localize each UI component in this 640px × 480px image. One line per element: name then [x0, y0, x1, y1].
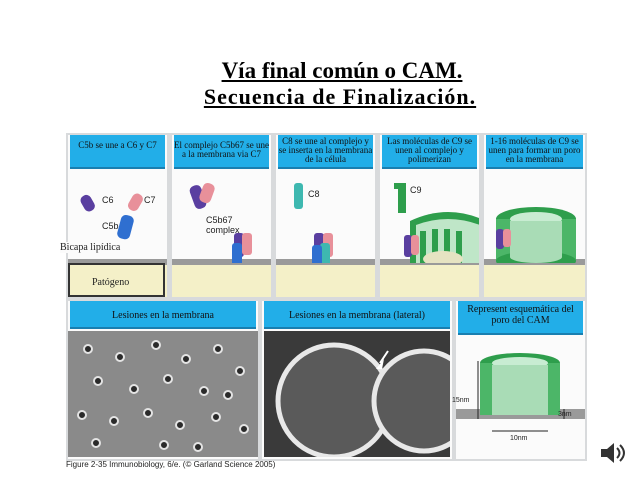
figure-caption: Figure 2-35 Immunobiology, 6/e. (© Garla… [66, 460, 276, 469]
figure: C5b se une a C6 y C7 C6 C7 C5b El comple… [60, 133, 587, 461]
step-header-1: C5b se une a C6 y C7 [70, 135, 165, 169]
lesions-micrograph [68, 331, 258, 457]
step-header-3: C8 se une al complejo y se inserta en la… [278, 135, 373, 169]
lesions-panel: Lesiones en la membrana [68, 301, 258, 459]
title-line-2: Secuencia de Finalización. [203, 84, 477, 109]
step-panel-3: C8 se une al complejo y se inserta en la… [276, 135, 375, 297]
dim-3nm: 3nm [558, 411, 572, 418]
pore-schematic [456, 353, 585, 432]
label-c8: C8 [308, 189, 320, 199]
mac-pore-illustration [496, 207, 576, 263]
speaker-icon[interactable] [597, 440, 625, 471]
dim-15nm: 15nm [452, 397, 470, 404]
label-c5b67: C5b67 [206, 215, 233, 225]
step-panel-2: El complejo C5b67 se une a la membrana v… [172, 135, 271, 297]
dim-10nm: 10nm [510, 435, 528, 442]
lesions-side-header: Lesiones en la membrana (lateral) [264, 301, 450, 329]
title-line-1: Vía final común o CAM. [221, 58, 463, 83]
schematic-header: Represent esquemática del poro del CAM [458, 301, 583, 335]
label-pathogen: Patógeno [92, 277, 130, 288]
step-panel-4: Las moléculas de C9 se unen al complejo … [380, 135, 479, 297]
label-c5b: C5b [102, 221, 119, 231]
c5b67-illustration [189, 182, 252, 263]
label-c9: C9 [410, 185, 422, 195]
pathogen-box: Patógeno [68, 263, 165, 297]
step-header-4: Las moléculas de C9 se unen al complejo … [382, 135, 477, 169]
lesions-side-panel: Lesiones en la membrana (lateral) [262, 301, 452, 459]
lesions-side-micrograph [264, 331, 450, 457]
schematic-panel: Represent esquemática del poro del CAM 1… [452, 301, 585, 459]
label-bilayer: Bicapa lipídica [60, 242, 121, 253]
lesions-header: Lesiones en la membrana [70, 301, 256, 329]
label-c7: C7 [144, 195, 156, 205]
step-header-5: 1-16 moléculas de C9 se unen para formar… [486, 135, 583, 169]
label-complex: complex [206, 225, 240, 235]
step-header-2: El complejo C5b67 se une a la membrana v… [174, 135, 269, 169]
c9-polymerization-illustration [394, 183, 479, 263]
c5b-c6-c7-illustration [80, 193, 143, 240]
label-c6: C6 [102, 195, 114, 205]
c8-illustration [294, 183, 333, 263]
step-panel-5: 1-16 moléculas de C9 se unen para formar… [484, 135, 585, 297]
